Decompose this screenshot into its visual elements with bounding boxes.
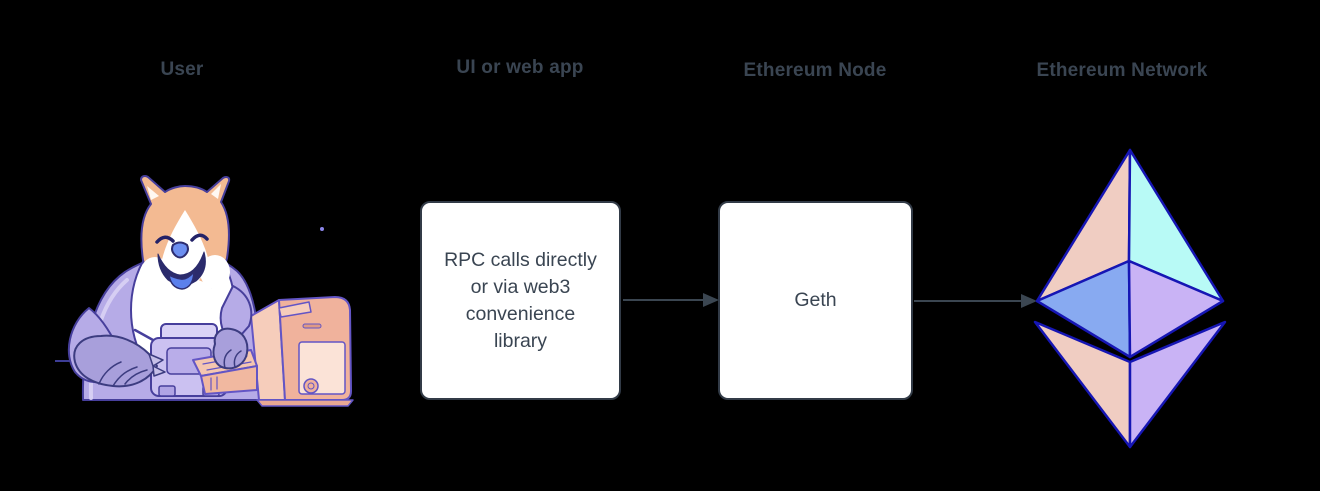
left-glove [73, 334, 166, 388]
geth-box: Geth [718, 201, 913, 400]
rpc-calls-box: RPC calls directly or via web3 convenien… [420, 201, 621, 400]
arrow-rpc-to-geth [623, 293, 719, 307]
doge-user-illustration [55, 175, 354, 407]
column-label-user: User [160, 59, 204, 80]
right-glove [212, 285, 253, 370]
doge-user-icon [55, 175, 354, 407]
arrow-geth-to-network [914, 294, 1037, 308]
chin [155, 278, 215, 318]
ear-right-inner [211, 184, 221, 199]
keyboard-side-vents [210, 376, 218, 391]
glove-claws [148, 353, 166, 377]
keyboard-front [200, 365, 258, 395]
column-label-ethereum-network: Ethereum Network [1036, 60, 1208, 81]
cheek-right [200, 255, 230, 289]
computer-fan-hub [307, 382, 315, 390]
tongue [168, 271, 195, 290]
computer-base [256, 399, 354, 407]
retro-computer [250, 296, 354, 407]
arrowhead [703, 293, 719, 307]
computer-top-lip [278, 301, 312, 318]
eye-right [190, 233, 209, 242]
rpc-calls-box-text: RPC calls directly or via web3 convenien… [444, 248, 597, 352]
speck [320, 227, 324, 231]
eye-left [155, 235, 175, 244]
computer-fan [303, 378, 319, 394]
eth-face-bottom-right [1128, 320, 1227, 449]
nose [171, 241, 189, 259]
ethereum-diamond [1033, 148, 1227, 449]
ear-left-inner [147, 186, 159, 200]
column-label-ui-or-web-app: UI or web app [456, 57, 584, 78]
geth-box-text: Geth [794, 289, 837, 311]
computer-vent [302, 323, 322, 329]
doge-head [140, 175, 231, 318]
eth-face-mid-right [1127, 259, 1225, 359]
ethereum-logo-icon [1033, 148, 1227, 449]
column-label-ethereum-node: Ethereum Node [743, 60, 887, 81]
